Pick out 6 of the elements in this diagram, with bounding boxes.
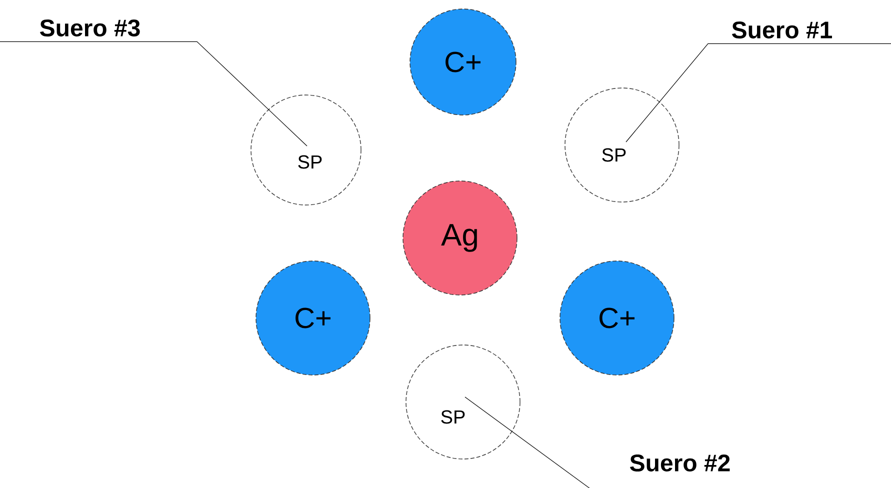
- callout-label: Suero #2: [630, 454, 730, 472]
- leader-line: [0, 41, 308, 146]
- leader-line: [626, 43, 891, 142]
- leader-line: [464, 396, 592, 488]
- callout-label: Suero #1: [732, 22, 832, 38]
- callout-label: Suero #3: [40, 20, 140, 36]
